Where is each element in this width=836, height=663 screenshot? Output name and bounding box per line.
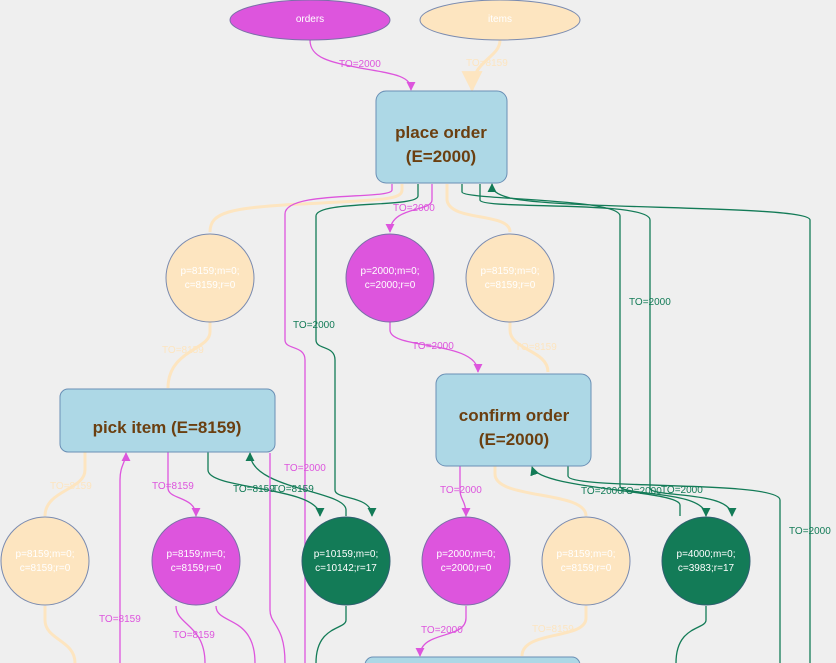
edge-label: TO=2000 [339,59,381,70]
place-label: c=2000;r=0 [365,280,416,291]
place-label: c=3983;r=17 [678,563,735,574]
edge-label: TO=2000 [393,203,435,214]
place-label: p=8159;m=0; [481,266,540,277]
edge-label: TO=2000 [581,486,623,497]
edge-pick-item-to-p4 [43,452,87,517]
place-p6[interactable]: p=10159;m=0; c=10142;r=17 [301,516,391,606]
edge-place-order-green-right-2 [479,184,737,517]
edge-confirm-order-to-p8 [493,466,588,517]
edge-far-right-to-place-order [487,183,811,663]
edge-label: TO=8159 [466,58,508,69]
edge-place-order-to-p2 [385,184,433,233]
edge-label: TO=8159 [99,614,141,625]
place-label: c=8159;r=0 [171,563,222,574]
edge-label: TO=2000 [620,486,662,497]
place-label: c=8159;r=0 [485,280,536,291]
edge-label: TO=2000 [412,341,454,352]
place-label: c=10142;r=17 [315,563,377,574]
place-p3[interactable]: p=8159;m=0; c=8159;r=0 [465,233,555,323]
place-label: c=8159;r=0 [561,563,612,574]
place-p9[interactable]: p=4000;m=0; c=3983;r=17 [661,516,751,606]
place-label: p=2000;m=0; [437,549,496,560]
edge-p6-down [315,606,347,663]
edge-p5-down-a [175,605,206,663]
edge-label: TO=8159 [515,342,557,353]
edge-p4-down [43,606,77,663]
edge-label: TO=8159 [532,624,574,635]
edge-label: TO=8159 [152,481,194,492]
edge-loop-to-pick-item [119,452,131,663]
transition-label: confirm order [459,406,570,425]
edge-orders-to-place-order [309,39,416,91]
place-label: p=8159;m=0; [167,549,226,560]
edge-place-order-to-p3 [445,184,512,233]
edge-p9-to-confirm-order [530,466,681,516]
place-p2[interactable]: p=2000;m=0; c=2000;r=0 [345,233,435,323]
input-label: items [488,14,512,25]
edge-p3-to-confirm-order [508,322,550,373]
transition-label: (E=2000) [406,147,476,166]
edge-p1-to-pick-item [166,322,212,389]
edge-label: TO=2000 [789,526,831,537]
place-label: p=8159;m=0; [557,549,616,560]
edge-place-order-magenta-long [284,184,393,663]
edge-confirm-order-to-p7 [459,466,471,517]
place-label: c=8159;r=0 [20,563,71,574]
edge-label: TO=2000 [293,320,335,331]
transition-pick-item[interactable]: pick item (E=8159) [59,388,276,453]
transition-label: place order [395,123,487,142]
place-label: c=2000;r=0 [441,563,492,574]
place-label: p=10159;m=0; [314,549,379,560]
place-label: c=8159;r=0 [185,280,236,291]
place-p5[interactable]: p=8159;m=0; c=8159;r=0 [151,516,241,606]
place-label: p=8159;m=0; [16,549,75,560]
edge-label: TO=8159 [272,484,314,495]
transition-confirm-order[interactable]: confirm order (E=2000) [435,373,592,467]
input-items[interactable]: items [419,0,581,41]
transition-bottom-partial[interactable] [364,656,581,663]
edge-label: TO=8159 [233,484,275,495]
input-label: orders [296,14,324,25]
place-p7[interactable]: p=2000;m=0; c=2000;r=0 [421,516,511,606]
input-orders[interactable]: orders [229,0,391,41]
place-p4[interactable]: p=8159;m=0; c=8159;r=0 [0,516,90,606]
edge-label: TO=2000 [284,463,326,474]
edge-p7-down [415,606,467,657]
edge-label: TO=2000 [661,485,703,496]
place-p8[interactable]: p=8159;m=0; c=8159;r=0 [541,516,631,606]
edge-p9-down [675,606,707,663]
edge-place-order-green-right [461,184,711,517]
edge-p6-to-pick-item [245,452,347,516]
place-label: p=2000;m=0; [361,266,420,277]
edge-p8-down [520,606,588,657]
edge-label: TO=2000 [629,297,671,308]
edge-label: TO=8159 [173,630,215,641]
edge-label: TO=8159 [162,345,204,356]
transition-label: pick item (E=8159) [93,418,242,437]
edge-place-order-to-p1 [208,184,404,233]
edge-p2-to-confirm-order [389,322,483,373]
place-p1[interactable]: p=8159;m=0; c=8159;r=0 [165,233,255,323]
transition-label: (E=2000) [479,430,549,449]
edge-label: TO=2000 [440,485,482,496]
edge-label: TO=8159 [50,481,92,492]
edge-pick-item-to-p6 [207,452,325,517]
edge-magenta-down-2 [269,453,286,663]
edge-p5-down-b [215,605,256,663]
edge-label: TO=2000 [421,625,463,636]
place-label: p=4000;m=0; [677,549,736,560]
place-label: p=8159;m=0; [181,266,240,277]
edge-pick-item-to-p5 [167,452,201,517]
edge-confirm-order-green-out [567,466,781,663]
transition-place-order[interactable]: place order (E=2000) [375,90,508,184]
edge-place-order-green-left [315,184,419,517]
edge-items-to-place-order [461,39,502,93]
